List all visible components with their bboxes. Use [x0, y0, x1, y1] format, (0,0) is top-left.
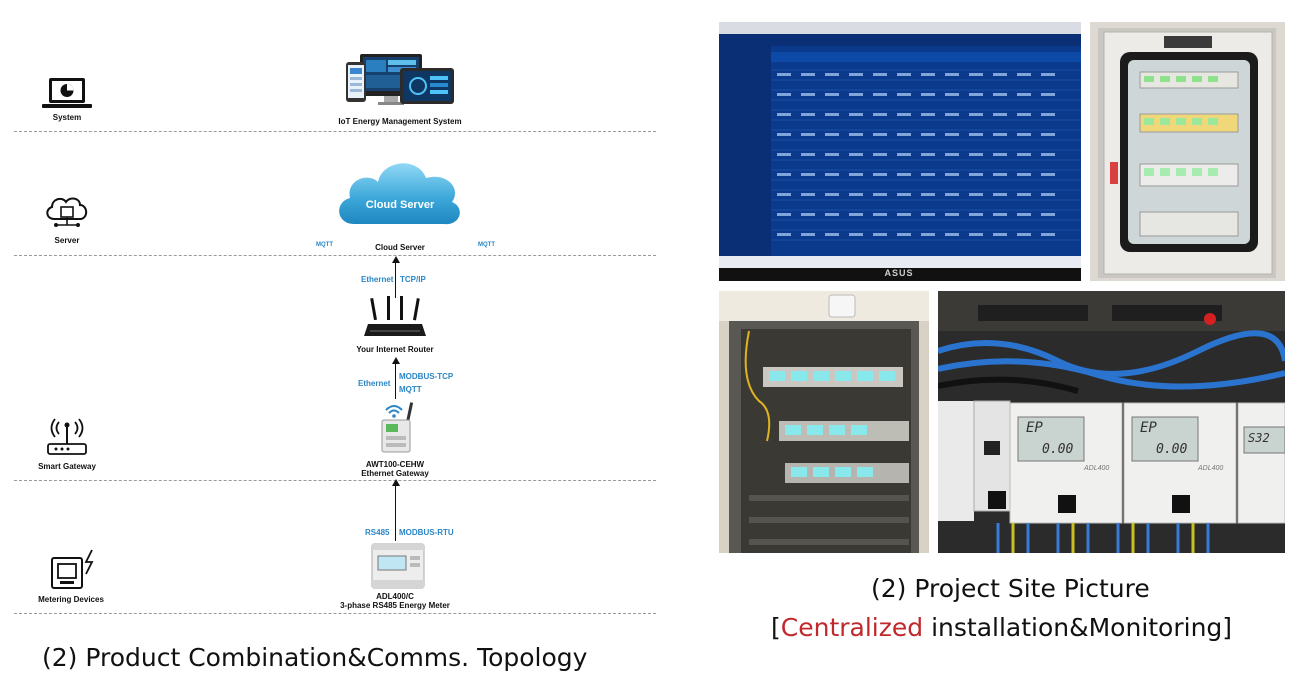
layer-label-server: Server — [54, 236, 80, 245]
layer-label-system: System — [52, 113, 82, 122]
connector-meter-gateway — [395, 485, 396, 541]
arrow-up — [391, 479, 400, 486]
protocol-mqtt-left: MQTT — [316, 242, 333, 248]
metering-device-icon — [51, 549, 94, 589]
gateway-label-line1: AWT100-CEHW — [365, 460, 425, 469]
site-caption-rest: installation&Monitoring] — [923, 613, 1233, 642]
layer-divider — [14, 480, 656, 481]
router-image — [364, 296, 426, 336]
ems-label: IoT Energy Management System — [338, 117, 462, 126]
protocol-mqtt-gateway: MQTT — [399, 385, 422, 394]
cloud-badge-label: Cloud Server — [365, 199, 435, 211]
open-cabinet-photo — [719, 291, 929, 553]
energy-meter-image — [371, 543, 425, 589]
meter-closeup-photo: EP 0.00 EP 0.00 S32 ADL400 ADL400 — [938, 291, 1285, 553]
layer-divider — [14, 131, 656, 132]
layer-label-gateway: Smart Gateway — [38, 462, 96, 471]
gateway-label-line2: Ethernet Gateway — [361, 469, 429, 478]
layer-divider — [14, 613, 656, 614]
site-caption-bracket: [ — [771, 613, 781, 642]
protocol-tcpip: TCP/IP — [400, 275, 426, 284]
monitor-brand-label: ASUS — [884, 268, 914, 278]
meter-label-line2: 3-phase RS485 Energy Meter — [340, 601, 450, 610]
cloud-server-icon — [46, 197, 88, 227]
meter-label-line1: ADL400/C — [376, 592, 414, 601]
cabinet-door-photo — [1090, 22, 1285, 281]
protocol-ethernet-2: Ethernet — [358, 379, 391, 388]
connector-gateway-router — [395, 363, 396, 399]
protocol-modbus-rtu: MODBUS-RTU — [399, 528, 454, 537]
arrow-up — [391, 256, 400, 263]
meter-model-label: ADL400 — [1084, 465, 1110, 472]
layer-label-metering: Metering Devices — [38, 595, 104, 604]
layer-divider — [14, 255, 656, 256]
protocol-mqtt-right: MQTT — [478, 242, 495, 248]
smart-gateway-icon — [47, 418, 87, 455]
site-caption-line2: [Centralized installation&Monitoring] — [771, 613, 1232, 642]
meter-closeup-image — [938, 291, 1285, 553]
laptop-icon — [42, 78, 92, 108]
meter-display-2-value: 0.00 — [1156, 442, 1188, 457]
meter-model-label: ADL400 — [1198, 465, 1224, 472]
ems-devices-image — [346, 54, 454, 105]
arrow-up — [391, 357, 400, 364]
meter-display-1-text: EP — [1026, 420, 1043, 436]
protocol-modbus-tcp: MODBUS-TCP — [399, 372, 454, 381]
screen-image — [719, 22, 1081, 281]
protocol-ethernet-1: Ethernet — [361, 275, 394, 284]
monitoring-screen-photo: ASUS — [719, 22, 1081, 281]
site-caption-line1: (2) Project Site Picture — [871, 574, 1150, 603]
cloud-shape — [339, 163, 460, 225]
connector-router-cloud — [395, 262, 396, 298]
cabinet-image — [1098, 28, 1276, 278]
protocol-rs485: RS485 — [365, 528, 390, 537]
router-label: Your Internet Router — [356, 345, 434, 354]
gateway-device-image — [381, 402, 414, 453]
meter-display-1-value: 0.00 — [1042, 442, 1074, 457]
open-cabinet-image — [719, 291, 929, 553]
meter-display-2-text: EP — [1140, 420, 1157, 436]
meter-display-3-text: S32 — [1248, 431, 1270, 445]
cloud-server-label: Cloud Server — [375, 243, 425, 252]
site-caption-highlight: Centralized — [780, 613, 924, 642]
topology-caption: (2) Product Combination&Comms. Topology — [42, 643, 588, 672]
